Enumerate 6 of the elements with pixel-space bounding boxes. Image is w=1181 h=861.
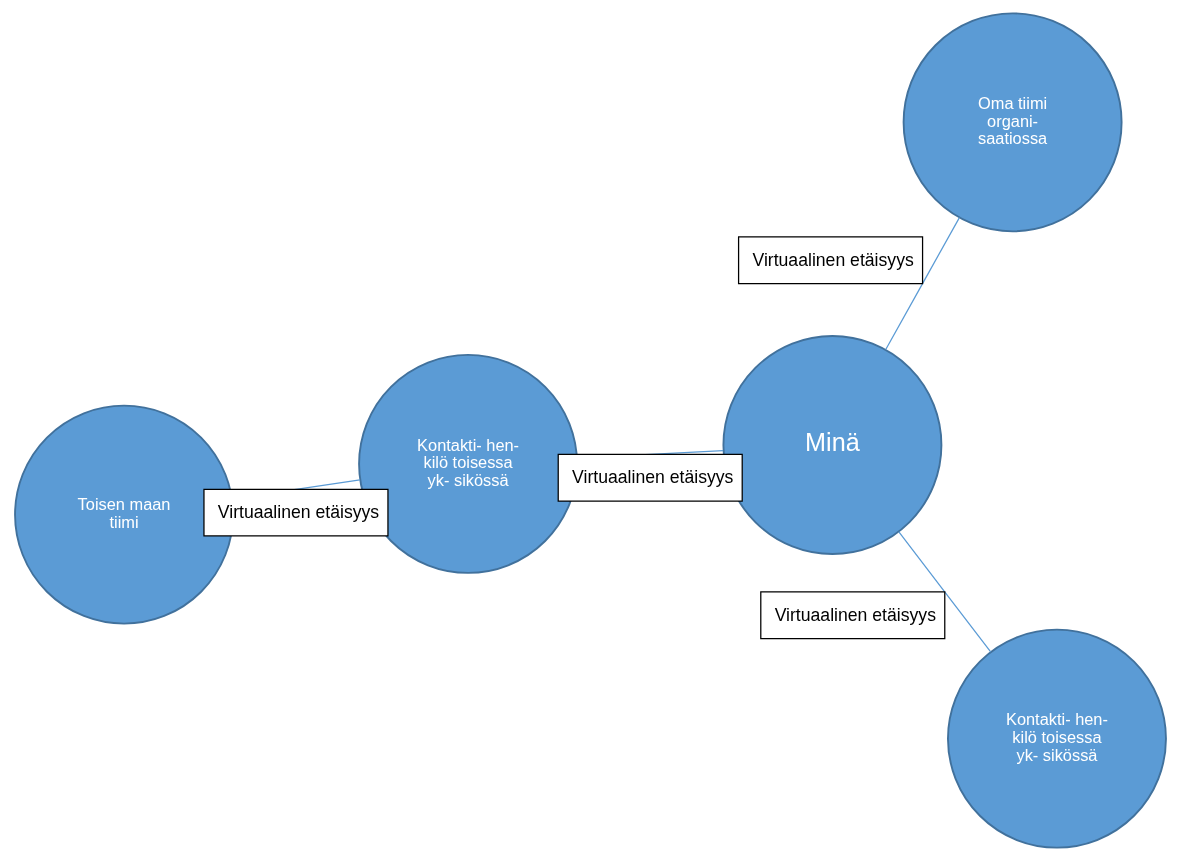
connector (885, 216, 961, 351)
node-circle: Oma tiimi organi- saatiossa (902, 12, 1123, 233)
connector (898, 531, 992, 653)
edge-label: Virtuaalinen etäisyys (752, 249, 914, 270)
edge-label: Virtuaalinen etäisyys (774, 604, 936, 625)
node-circle: Kontakti- hen- kilö toisessa yk- sikössä (947, 628, 1167, 849)
